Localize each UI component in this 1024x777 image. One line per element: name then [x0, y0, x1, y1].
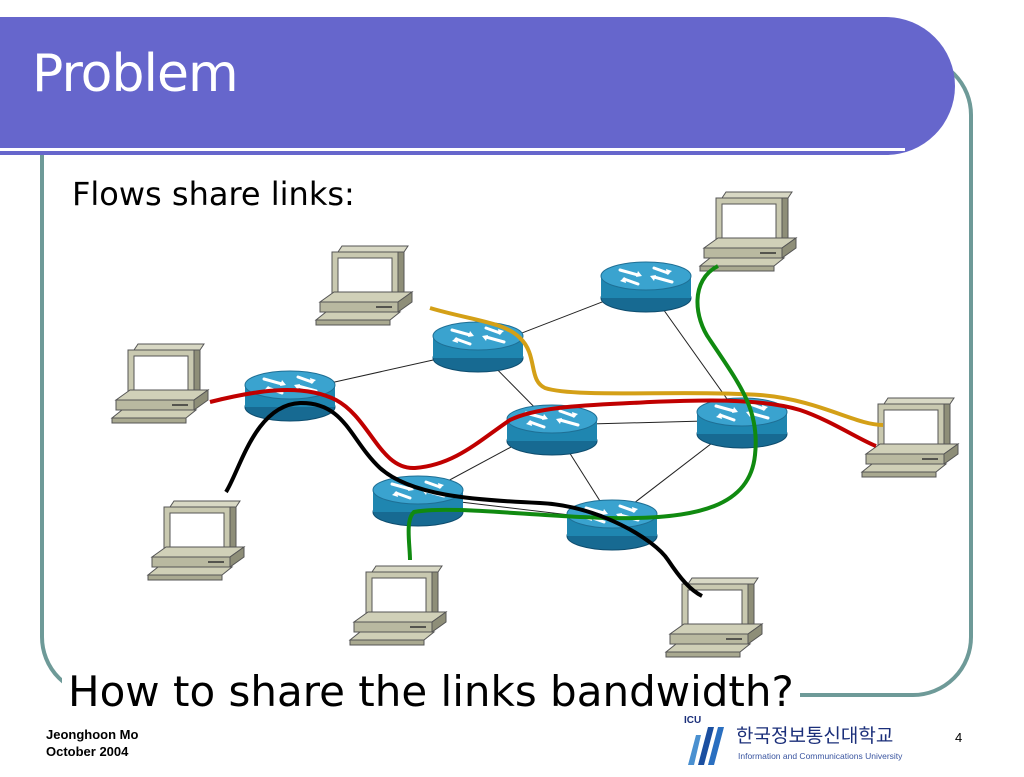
- page-number: 4: [955, 730, 963, 745]
- title-bar: [0, 17, 955, 155]
- router-icon: [371, 474, 465, 528]
- flow-gold: [429, 306, 884, 427]
- logo-english-name: Information and Communications Universit…: [738, 751, 903, 761]
- computer-icon: [147, 500, 245, 581]
- university-logo: ICU 한국정보통신대학교 Information and Communicat…: [684, 715, 934, 767]
- title-underline: [0, 148, 905, 151]
- logo-korean-name: 한국정보통신대학교: [736, 725, 894, 747]
- flow-black: [224, 400, 703, 598]
- logo-abbr: ICU: [684, 715, 702, 726]
- slide-subtitle: Flows share links:: [72, 175, 355, 213]
- computer-icon: [111, 343, 209, 424]
- computer-icon: [315, 245, 413, 326]
- router-icon: [599, 260, 693, 314]
- footer-date: October 2004: [46, 744, 129, 759]
- router-icon: [505, 403, 599, 457]
- computer-icon: [861, 397, 959, 478]
- flow-red: [209, 388, 877, 471]
- flow-green: [406, 264, 758, 561]
- footer: Jeonghoon Mo October 2004: [46, 726, 138, 760]
- slide-title: Problem: [32, 44, 239, 104]
- computer-icon: [699, 191, 797, 272]
- slide-question: How to share the links bandwidth?: [62, 667, 800, 716]
- computer-icon: [349, 565, 447, 646]
- computer-icon: [665, 577, 763, 658]
- footer-author: Jeonghoon Mo: [46, 727, 139, 742]
- logo-mark-icon: [688, 727, 724, 765]
